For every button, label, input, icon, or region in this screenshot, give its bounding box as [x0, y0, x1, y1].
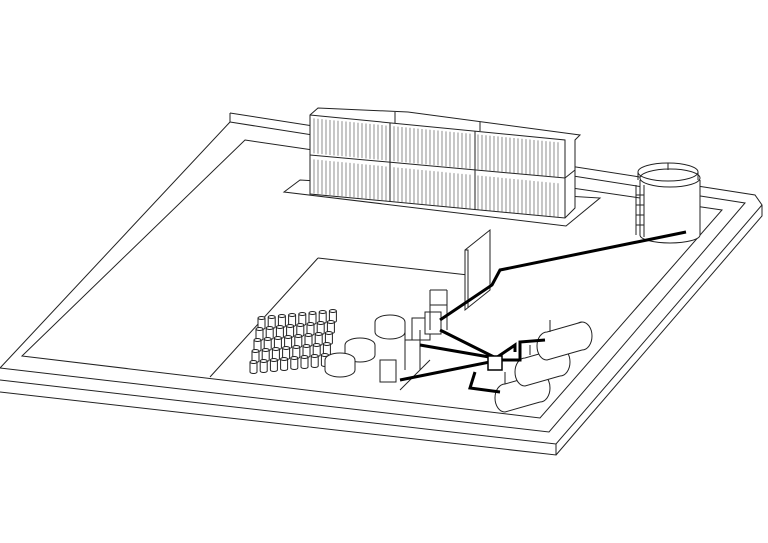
- vertical-tank: [324, 352, 356, 378]
- pipes: [399, 230, 687, 394]
- storage-tank: [635, 162, 701, 244]
- bottle: [249, 360, 258, 374]
- bottle: [290, 356, 299, 370]
- bottle: [259, 359, 268, 373]
- horizontal-tanks: [494, 320, 593, 413]
- bottle-grid: [249, 309, 337, 374]
- bottle: [280, 357, 289, 371]
- process-vessels: [379, 289, 448, 383]
- bottle: [300, 355, 309, 369]
- container-block: (function(){const g=document.currentScri…: [309, 107, 582, 219]
- vertical-tank: [374, 314, 406, 340]
- pipe-manifold: [487, 355, 503, 371]
- bottle: [269, 358, 278, 372]
- control-panel: [464, 228, 491, 312]
- vertical-tanks: [324, 289, 448, 383]
- bottle: [310, 354, 319, 368]
